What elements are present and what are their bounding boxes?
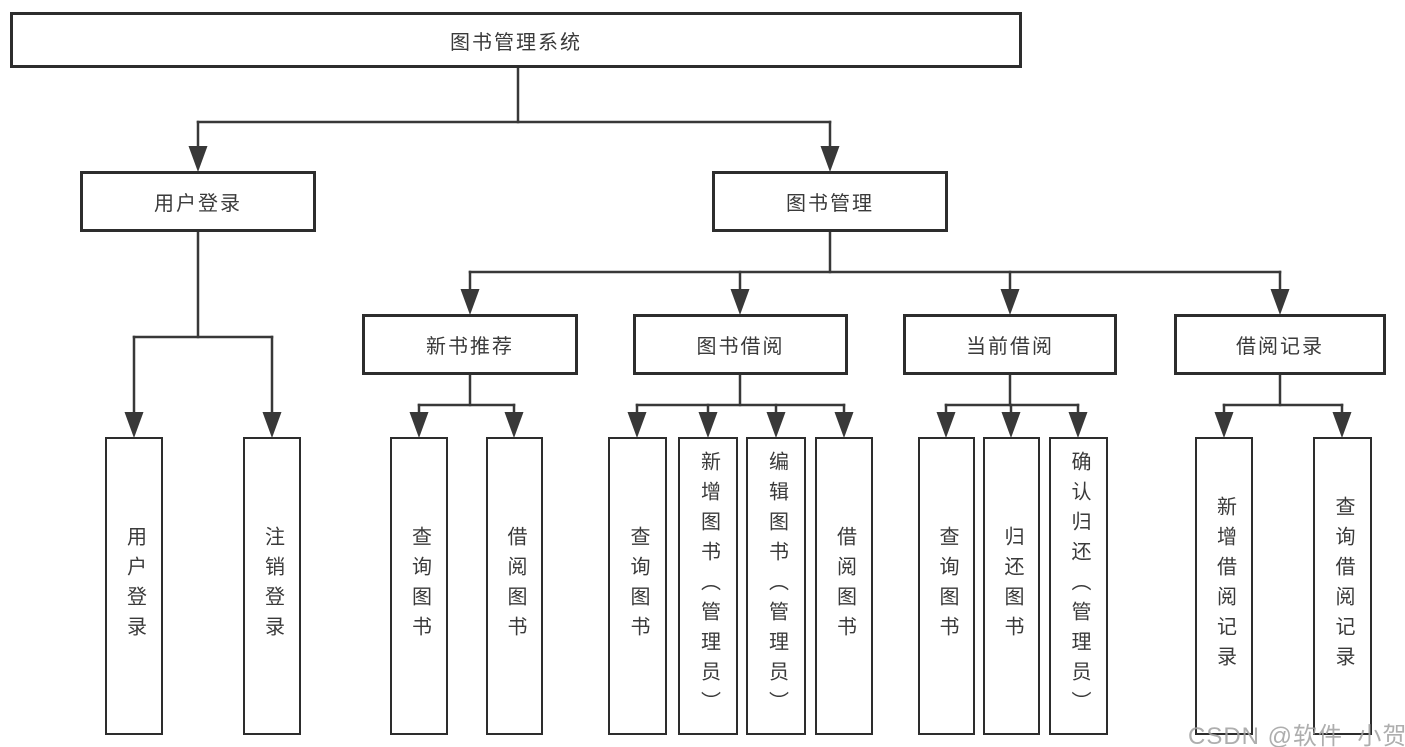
leaf-label: 查询图书 (627, 526, 649, 646)
leaf-logout: 注销登录 (243, 437, 301, 735)
leaf-user-login: 用户登录 (105, 437, 163, 735)
node-label: 当前借阅 (966, 336, 1054, 358)
node-label: 用户登录 (154, 193, 242, 215)
node-label: 借阅记录 (1236, 336, 1324, 358)
leaf-add-borrow-record: 新增借阅记录 (1195, 437, 1253, 735)
node-book-management: 图书管理 (712, 171, 948, 232)
leaf-label: 新增借阅记录 (1213, 496, 1236, 676)
node-root: 图书管理系统 (10, 12, 1022, 68)
leaf-label: 借阅图书 (504, 526, 526, 646)
leaf-label: 注销登录 (261, 526, 284, 646)
leaf-edit-book-admin: 编辑图书（管理员） (746, 437, 806, 735)
node-label: 图书借阅 (696, 336, 785, 358)
leaf-label: 确认归还（管理员） (1068, 451, 1090, 721)
leaf-label: 查询图书 (936, 526, 958, 646)
leaf-label: 新增图书（管理员） (697, 451, 720, 721)
leaf-query-borrow-record: 查询借阅记录 (1313, 437, 1372, 735)
leaf-label: 归还图书 (1001, 526, 1023, 646)
node-current-borrow: 当前借阅 (903, 314, 1117, 375)
node-new-book-recommend: 新书推荐 (362, 314, 578, 375)
leaf-return-book: 归还图书 (983, 437, 1040, 735)
leaf-add-book-admin: 新增图书（管理员） (678, 437, 738, 735)
node-user-login: 用户登录 (80, 171, 316, 232)
leaf-query-books-recommend: 查询图书 (390, 437, 448, 735)
node-book-borrow: 图书借阅 (633, 314, 848, 375)
leaf-label: 借阅图书 (833, 526, 856, 646)
leaf-borrow-books: 借阅图书 (815, 437, 873, 735)
node-borrow-records: 借阅记录 (1174, 314, 1386, 375)
leaf-query-books-current: 查询图书 (918, 437, 975, 735)
watermark: CSDN @软件_小贺同学 (1188, 723, 1405, 747)
leaf-label: 查询图书 (408, 526, 431, 646)
node-label: 图书管理系统 (450, 31, 582, 54)
leaf-query-books-borrow: 查询图书 (608, 437, 667, 735)
leaf-borrow-books-recommend: 借阅图书 (486, 437, 543, 735)
leaf-label: 编辑图书（管理员） (765, 451, 788, 721)
leaf-label: 用户登录 (123, 526, 146, 646)
leaf-confirm-return-admin: 确认归还（管理员） (1049, 437, 1108, 735)
node-label: 新书推荐 (426, 336, 514, 358)
node-label: 图书管理 (786, 193, 874, 215)
leaf-label: 查询借阅记录 (1332, 496, 1354, 676)
